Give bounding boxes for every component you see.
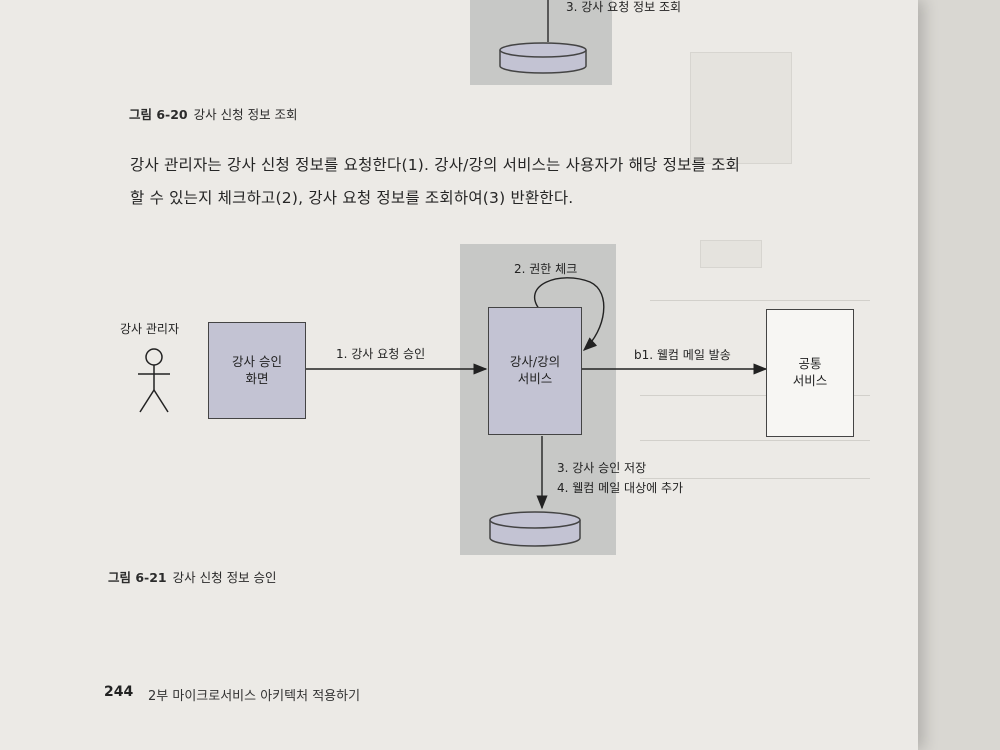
paragraph-line-1: 강사 관리자는 강사 신청 정보를 요청한다(1). 강사/강의 서비스는 사용… [130,156,741,174]
figure-caption-6-21: 그림 6-21 강사 신청 정보 승인 [108,567,277,586]
lecture-service-box: 강사/강의 서비스 [488,307,582,435]
arrow-permission-loop [533,277,605,351]
bleed-through-line [640,478,870,479]
book-page: 3. 강사 요청 정보 조회 그림 6-20 강사 신청 정보 조회 강사 관리자… [0,0,918,750]
common-service-box: 공통 서비스 [766,309,854,437]
page-number: 244 [104,684,134,700]
figure-number: 그림 6-20 [129,107,188,122]
database-icon [489,511,581,547]
arrow-label-save-approval: 3. 강사 승인 저장 [557,461,647,475]
diagram-connectors [138,0,768,547]
actor-label: 강사 관리자 [120,322,180,336]
figure-title: 강사 신청 정보 조회 [193,107,298,122]
previous-diagram-step-label: 3. 강사 요청 정보 조회 [566,0,682,14]
loop-label-permission: 2. 권한 체크 [514,262,578,276]
arrow-label-add-mail-target: 4. 웰컴 메일 대상에 추가 [557,481,684,495]
arrow-label-approval: 1. 강사 요청 승인 [336,347,426,361]
previous-database-icon [499,42,587,74]
running-footer: 2부 마이크로서비스 아키텍처 적용하기 [148,689,361,704]
approval-screen-box: 강사 승인 화면 [208,322,306,419]
figure-caption-6-20: 그림 6-20 강사 신청 정보 조회 [129,104,298,123]
bleed-through-line [640,395,870,396]
facing-page-edge [918,0,1000,750]
bleed-through-line [640,440,870,441]
bleed-through-line [650,300,870,301]
arrow-label-welcome-mail: b1. 웰컴 메일 발송 [634,348,731,362]
bleed-through-box [690,52,792,164]
actor-icon [138,348,170,413]
bleed-through-box [700,240,762,268]
figure-number: 그림 6-21 [108,570,167,585]
figure-title: 강사 신청 정보 승인 [172,570,277,585]
paragraph-line-2: 할 수 있는지 체크하고(2), 강사 요청 정보를 조회하여(3) 반환한다. [130,189,574,207]
